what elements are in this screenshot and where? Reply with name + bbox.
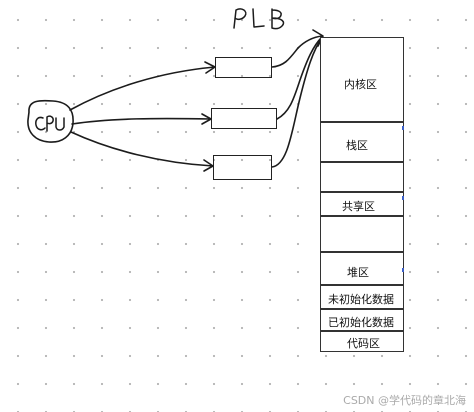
cpu-circle <box>27 99 74 143</box>
label-code: 代码区 <box>347 337 380 350</box>
label-heap: 堆区 <box>347 266 369 279</box>
arrow-cpu-to-box3 <box>70 131 214 167</box>
memory-bss <box>320 285 404 309</box>
mapping-box-3 <box>213 155 272 180</box>
memory-shared <box>320 192 404 216</box>
arrow-cpu-to-box1 <box>69 66 216 111</box>
blue-mark-3 <box>402 268 404 272</box>
arrow-box2-to-memory <box>276 36 323 120</box>
arrow-cpu-to-box2 <box>71 117 212 125</box>
memory-stack <box>320 122 404 162</box>
memory-kernel <box>320 37 404 122</box>
label-bss: 未初始化数据 <box>328 293 394 306</box>
mapping-box-1 <box>215 57 272 78</box>
plb-handwriting <box>233 8 285 30</box>
blue-mark-1 <box>402 126 404 130</box>
watermark: CSDN @学代码的章北海 <box>343 394 466 407</box>
label-data: 已初始化数据 <box>328 316 394 329</box>
mapping-box-2 <box>211 108 277 129</box>
memory-code <box>320 331 404 352</box>
label-shared: 共享区 <box>342 200 375 213</box>
label-stack: 栈区 <box>346 139 368 152</box>
arrow-box3-to-memory <box>271 37 323 168</box>
blue-mark-2 <box>402 196 404 200</box>
arrowhead-memory <box>312 29 324 47</box>
cpu-handwriting <box>35 115 65 132</box>
label-kernel: 内核区 <box>344 78 377 91</box>
memory-heap <box>320 252 404 285</box>
arrow-box1-to-memory <box>271 35 323 68</box>
memory-gap-lower <box>320 216 404 252</box>
memory-gap-upper <box>320 162 404 192</box>
memory-data <box>320 309 404 331</box>
